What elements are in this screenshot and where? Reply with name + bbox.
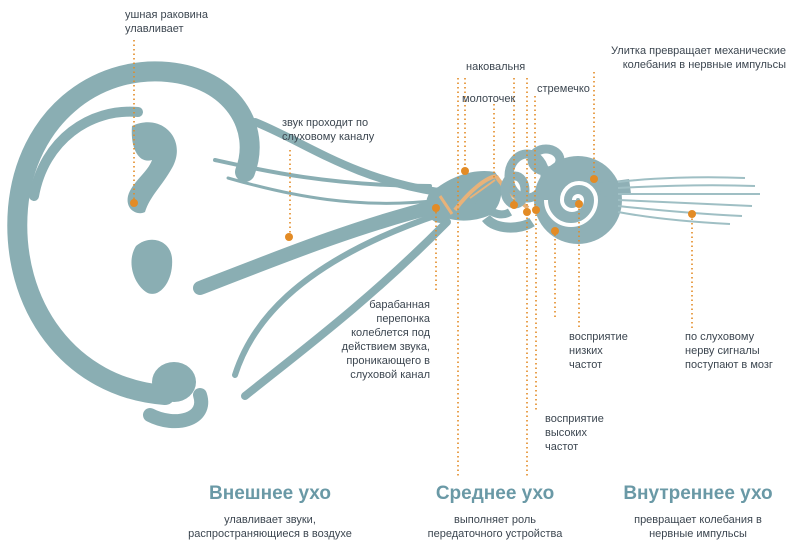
auricle-inner-folds bbox=[127, 122, 196, 402]
label-high-frequencies: восприятие высоких частот bbox=[545, 413, 604, 453]
section-subtitle-inner-ear: превращает колебания в нервные импульсы bbox=[634, 514, 762, 540]
section-subtitle-middle-ear: выполняет роль передаточного устройства bbox=[427, 514, 563, 540]
label-cochlea: Улитка превращает механические колебания… bbox=[611, 45, 786, 71]
section-title-middle-ear: Среднее ухо bbox=[435, 483, 555, 504]
leader-lines bbox=[133, 40, 693, 478]
label-eardrum: барабанная перепонка колеблется под дейс… bbox=[341, 299, 430, 381]
section-subtitle-outer-ear: улавливает звуки, распространяющиеся в в… bbox=[188, 514, 352, 540]
section-title-outer-ear: Внешнее ухо bbox=[209, 483, 331, 504]
label-hammer: молоточек bbox=[462, 93, 516, 105]
ear-canal bbox=[193, 118, 451, 400]
section-title-inner-ear: Внутреннее ухо bbox=[623, 483, 773, 504]
label-auditory-nerve: по слуховому нерву сигналы поступают в м… bbox=[685, 331, 773, 371]
auditory-nerve bbox=[617, 176, 760, 225]
label-low-frequencies: восприятие низких частот bbox=[569, 331, 628, 371]
label-anvil: наковальня bbox=[466, 61, 526, 73]
cochlea bbox=[534, 156, 631, 244]
label-auricle: ушная раковина улавливает bbox=[125, 9, 208, 35]
label-ear-canal: звук проходит по слуховому каналу bbox=[282, 117, 375, 143]
auricle bbox=[7, 61, 260, 429]
label-stirrup: стремечко bbox=[537, 83, 590, 95]
markers bbox=[130, 167, 696, 241]
